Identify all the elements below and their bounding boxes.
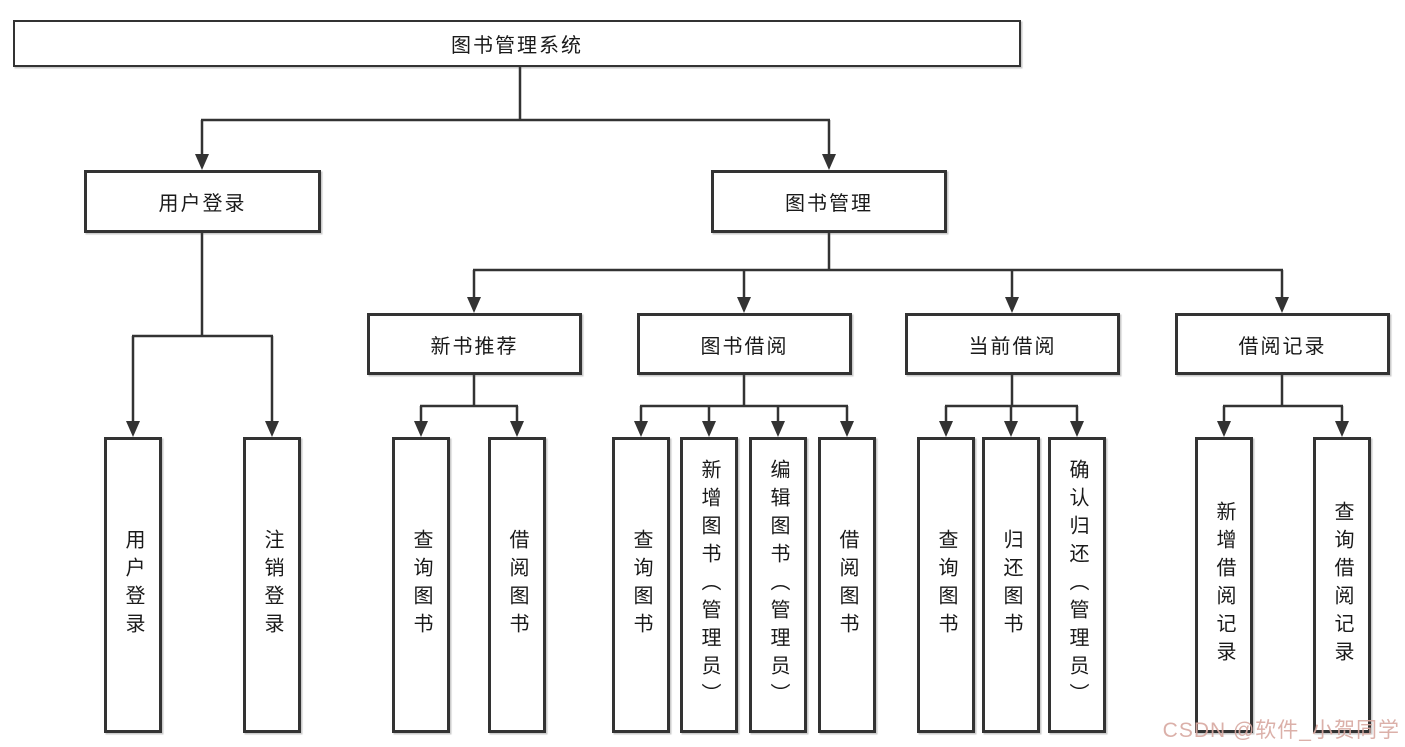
node-label: 查询图书 <box>935 529 957 641</box>
node-book-borrowing: 图书借阅 <box>637 313 852 375</box>
node-query-books-borrow: 查询图书 <box>612 437 670 733</box>
node-label: 借阅图书 <box>836 529 858 641</box>
node-current-borrowing: 当前借阅 <box>905 313 1120 375</box>
node-logout: 注销登录 <box>243 437 301 733</box>
node-return-books: 归还图书 <box>982 437 1040 733</box>
node-borrow-books-recommend: 借阅图书 <box>488 437 546 733</box>
node-query-borrow-record: 查询借阅记录 <box>1313 437 1371 733</box>
node-borrow-books-leaf: 借阅图书 <box>818 437 876 733</box>
node-label: 查询图书 <box>410 529 432 641</box>
node-label: 新增借阅记录 <box>1213 501 1235 669</box>
node-label: 查询图书 <box>630 529 652 641</box>
node-label: 借阅记录 <box>1238 335 1327 358</box>
csdn-watermark: CSDN @软件_小贺同学 <box>1162 719 1400 742</box>
node-label: 确认归还（管理员） <box>1066 459 1088 711</box>
node-borrowing-records: 借阅记录 <box>1175 313 1390 375</box>
node-add-borrow-record: 新增借阅记录 <box>1195 437 1253 733</box>
node-label: 用户登录 <box>122 529 144 641</box>
node-label: 借阅图书 <box>506 529 528 641</box>
node-edit-books-admin: 编辑图书（管理员） <box>749 437 807 733</box>
node-user-login: 用户登录 <box>84 170 321 233</box>
node-label: 注销登录 <box>261 529 283 641</box>
node-query-books-recommend: 查询图书 <box>392 437 450 733</box>
node-query-books-current: 查询图书 <box>917 437 975 733</box>
node-confirm-return-admin: 确认归还（管理员） <box>1048 437 1106 733</box>
node-label: 图书管理系统 <box>451 35 583 57</box>
node-label: 新书推荐 <box>430 335 519 358</box>
tree-edges <box>131 67 1344 425</box>
node-book-management: 图书管理 <box>711 170 947 233</box>
node-label: 图书借阅 <box>700 335 789 358</box>
node-label: 图书管理 <box>785 193 873 215</box>
node-label: 用户登录 <box>158 193 247 215</box>
node-label: 新增图书（管理员） <box>698 459 720 711</box>
node-label: 编辑图书（管理员） <box>767 459 789 711</box>
node-label: 当前借阅 <box>968 335 1057 358</box>
node-new-book-recommend: 新书推荐 <box>367 313 582 375</box>
node-add-books-admin: 新增图书（管理员） <box>680 437 738 733</box>
node-label: 查询借阅记录 <box>1331 501 1353 669</box>
node-label: 归还图书 <box>1000 529 1022 641</box>
node-user-login-leaf: 用户登录 <box>104 437 162 733</box>
node-root: 图书管理系统 <box>13 20 1021 67</box>
